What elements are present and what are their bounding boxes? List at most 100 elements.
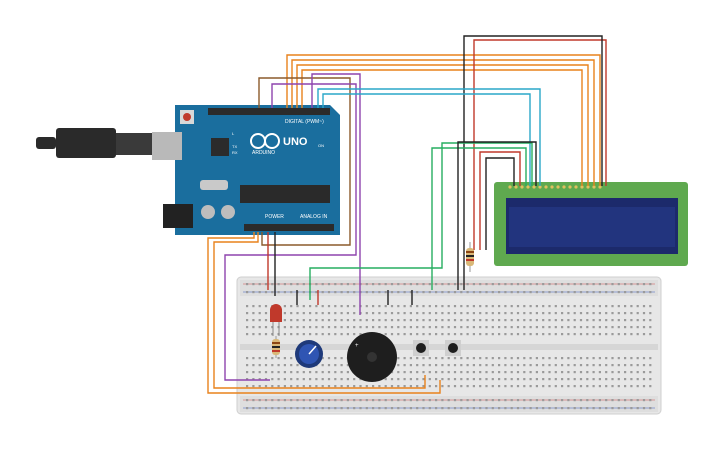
wire-orange-power-2[interactable] bbox=[213, 232, 426, 389]
breadboard-hole[interactable] bbox=[346, 283, 349, 286]
breadboard-hole[interactable] bbox=[472, 319, 475, 322]
breadboard-hole[interactable] bbox=[296, 378, 299, 381]
breadboard-hole[interactable] bbox=[264, 283, 268, 286]
breadboard-hole[interactable] bbox=[542, 283, 545, 286]
breadboard-hole[interactable] bbox=[485, 333, 488, 336]
breadboard-hole[interactable] bbox=[642, 333, 646, 336]
breadboard-hole[interactable] bbox=[567, 291, 570, 294]
breadboard-hole[interactable] bbox=[428, 407, 431, 410]
breadboard-hole[interactable] bbox=[327, 385, 331, 388]
breadboard-hole[interactable] bbox=[416, 399, 419, 402]
breadboard-hole[interactable] bbox=[617, 326, 620, 329]
wire-red-lcd-2[interactable] bbox=[479, 151, 521, 250]
breadboard-hole[interactable] bbox=[435, 326, 438, 329]
breadboard-hole[interactable] bbox=[384, 312, 387, 315]
breadboard-hole[interactable] bbox=[598, 357, 601, 360]
breadboard-hole[interactable] bbox=[491, 305, 494, 308]
breadboard-hole[interactable] bbox=[535, 364, 538, 367]
breadboard-hole[interactable] bbox=[649, 326, 652, 329]
breadboard-hole[interactable] bbox=[321, 333, 324, 336]
breadboard-hole[interactable] bbox=[258, 319, 261, 322]
breadboard-hole[interactable] bbox=[491, 283, 494, 286]
breadboard-hole[interactable] bbox=[624, 326, 627, 329]
breadboard-hole[interactable] bbox=[617, 312, 620, 315]
breadboard-hole[interactable] bbox=[271, 333, 274, 336]
breadboard-hole[interactable] bbox=[441, 357, 444, 360]
breadboard-hole[interactable] bbox=[535, 385, 538, 388]
breadboard-hole[interactable] bbox=[428, 312, 431, 315]
breadboard-hole[interactable] bbox=[435, 399, 438, 402]
lcd-pin[interactable] bbox=[538, 185, 542, 189]
breadboard-hole[interactable] bbox=[504, 333, 507, 336]
breadboard-hole[interactable] bbox=[573, 378, 576, 381]
breadboard-hole[interactable] bbox=[397, 319, 400, 322]
breadboard-hole[interactable] bbox=[491, 357, 494, 360]
breadboard-hole[interactable] bbox=[441, 305, 444, 308]
breadboard-hole[interactable] bbox=[258, 283, 261, 286]
breadboard-hole[interactable] bbox=[567, 333, 570, 336]
breadboard-hole[interactable] bbox=[397, 378, 400, 381]
breadboard-hole[interactable] bbox=[636, 364, 639, 367]
breadboard-hole[interactable] bbox=[649, 378, 652, 381]
breadboard-hole[interactable] bbox=[529, 364, 532, 367]
breadboard-hole[interactable] bbox=[409, 319, 412, 322]
breadboard-hole[interactable] bbox=[340, 326, 343, 329]
breadboard-hole[interactable] bbox=[605, 312, 608, 315]
breadboard-hole[interactable] bbox=[479, 305, 482, 308]
breadboard-hole[interactable] bbox=[592, 378, 595, 381]
breadboard-hole[interactable] bbox=[611, 364, 614, 367]
breadboard-hole[interactable] bbox=[598, 312, 601, 315]
breadboard-hole[interactable] bbox=[561, 371, 564, 374]
breadboard-hole[interactable] bbox=[378, 319, 381, 322]
breadboard-hole[interactable] bbox=[397, 291, 400, 294]
breadboard-hole[interactable] bbox=[264, 312, 268, 315]
breadboard-hole[interactable] bbox=[340, 305, 343, 308]
breadboard-hole[interactable] bbox=[523, 371, 526, 374]
breadboard-hole[interactable] bbox=[561, 364, 564, 367]
breadboard-hole[interactable] bbox=[321, 385, 324, 388]
breadboard-hole[interactable] bbox=[416, 326, 419, 329]
breadboard-hole[interactable] bbox=[535, 378, 538, 381]
breadboard-hole[interactable] bbox=[340, 364, 343, 367]
breadboard-hole[interactable] bbox=[460, 378, 463, 381]
breadboard-hole[interactable] bbox=[642, 305, 646, 308]
breadboard-hole[interactable] bbox=[384, 333, 387, 336]
breadboard-hole[interactable] bbox=[548, 385, 551, 388]
breadboard-hole[interactable] bbox=[264, 333, 268, 336]
breadboard-hole[interactable] bbox=[359, 385, 362, 388]
breadboard-hole[interactable] bbox=[264, 326, 268, 329]
breadboard-hole[interactable] bbox=[510, 357, 513, 360]
breadboard-hole[interactable] bbox=[277, 371, 280, 374]
breadboard-hole[interactable] bbox=[302, 371, 305, 374]
breadboard-hole[interactable] bbox=[453, 326, 457, 329]
breadboard-hole[interactable] bbox=[384, 378, 387, 381]
breadboard-hole[interactable] bbox=[573, 399, 576, 402]
lcd-pin[interactable] bbox=[526, 185, 530, 189]
breadboard-hole[interactable] bbox=[246, 364, 249, 367]
lcd-pin[interactable] bbox=[598, 185, 602, 189]
breadboard-hole[interactable] bbox=[390, 319, 394, 322]
breadboard-hole[interactable] bbox=[579, 319, 583, 322]
breadboard-hole[interactable] bbox=[516, 305, 520, 308]
breadboard-hole[interactable] bbox=[642, 399, 646, 402]
breadboard-hole[interactable] bbox=[548, 326, 551, 329]
breadboard-hole[interactable] bbox=[504, 364, 507, 367]
breadboard-hole[interactable] bbox=[327, 326, 331, 329]
breadboard-hole[interactable] bbox=[403, 283, 406, 286]
breadboard-hole[interactable] bbox=[397, 333, 400, 336]
breadboard-hole[interactable] bbox=[491, 378, 494, 381]
breadboard-hole[interactable] bbox=[346, 378, 349, 381]
breadboard-hole[interactable] bbox=[460, 283, 463, 286]
breadboard-hole[interactable] bbox=[302, 399, 305, 402]
breadboard-hole[interactable] bbox=[491, 319, 494, 322]
breadboard-hole[interactable] bbox=[258, 364, 261, 367]
breadboard-hole[interactable] bbox=[510, 319, 513, 322]
breadboard-hole[interactable] bbox=[479, 319, 482, 322]
breadboard-hole[interactable] bbox=[573, 326, 576, 329]
breadboard-hole[interactable] bbox=[561, 283, 564, 286]
breadboard-hole[interactable] bbox=[554, 407, 557, 410]
breadboard-hole[interactable] bbox=[334, 385, 337, 388]
breadboard-hole[interactable] bbox=[479, 385, 482, 388]
breadboard-hole[interactable] bbox=[624, 312, 627, 315]
breadboard-hole[interactable] bbox=[365, 291, 368, 294]
